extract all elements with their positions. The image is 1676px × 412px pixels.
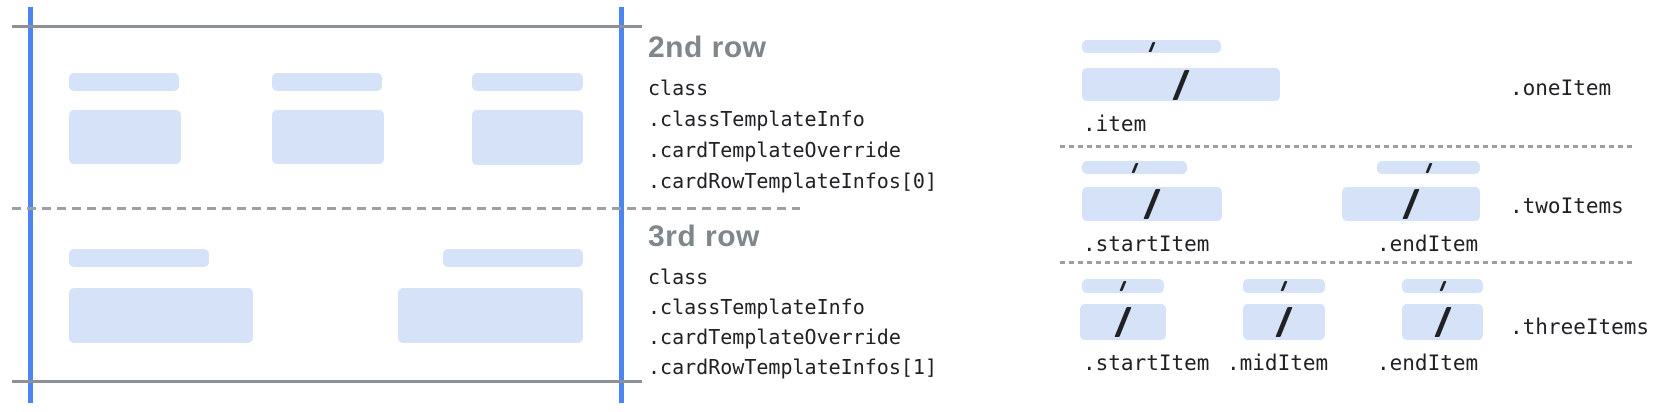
slash-icon bbox=[1172, 69, 1190, 100]
slash-icon bbox=[1438, 281, 1447, 291]
code-line: .classTemplateInfo bbox=[648, 107, 865, 131]
row-bottom-boundary-line bbox=[12, 380, 642, 383]
slash-icon bbox=[1119, 281, 1127, 291]
row-divider-dashed-line bbox=[12, 207, 800, 210]
label-placeholder-bar bbox=[443, 249, 583, 267]
section-divider-dashed-line bbox=[1060, 145, 1632, 148]
item-field-label: .item bbox=[1083, 112, 1147, 136]
item-label-bar bbox=[1243, 279, 1325, 293]
slash-icon bbox=[1280, 281, 1288, 291]
label-placeholder-bar bbox=[69, 73, 179, 91]
start-item-field-label: .startItem bbox=[1083, 351, 1210, 375]
row2-title: 2nd row bbox=[648, 31, 767, 64]
slash-icon bbox=[1143, 189, 1161, 219]
content-placeholder-block bbox=[398, 288, 583, 343]
row2-annotation: 2nd row class .classTemplateInfo .cardTe… bbox=[648, 31, 1068, 197]
content-placeholder-block bbox=[472, 110, 583, 165]
code-line: class bbox=[648, 265, 709, 289]
card-left-guide-line bbox=[28, 7, 33, 403]
slash-icon bbox=[1130, 162, 1139, 173]
mid-item-field-label: .midItem bbox=[1227, 351, 1329, 375]
three-items-row-label: .threeItems bbox=[1510, 315, 1650, 339]
item-value-bar bbox=[1080, 304, 1166, 340]
code-line: class bbox=[648, 76, 709, 100]
content-placeholder-block bbox=[69, 288, 253, 343]
code-line: .cardRowTemplateInfos[1] bbox=[648, 355, 937, 379]
item-value-bar bbox=[1342, 187, 1480, 221]
item-value-bar bbox=[1402, 304, 1483, 340]
start-item-field-label: .startItem bbox=[1083, 232, 1210, 256]
one-item-row-label: .oneItem bbox=[1510, 76, 1612, 100]
slash-icon bbox=[1147, 41, 1156, 52]
card-right-guide-line bbox=[619, 7, 624, 403]
two-items-row-label: .twoItems bbox=[1510, 194, 1624, 218]
slash-icon bbox=[1424, 162, 1433, 173]
row3-annotation: 3rd row class .classTemplateInfo .cardTe… bbox=[648, 220, 1068, 382]
slash-icon bbox=[1275, 307, 1293, 337]
item-value-bar bbox=[1082, 68, 1280, 101]
slash-icon bbox=[1114, 307, 1132, 337]
item-label-bar bbox=[1377, 161, 1480, 174]
label-placeholder-bar bbox=[272, 73, 382, 91]
code-line: .cardTemplateOverride bbox=[648, 325, 901, 349]
item-label-bar bbox=[1402, 279, 1483, 293]
end-item-field-label: .endItem bbox=[1377, 351, 1479, 375]
row2-code-path: class .classTemplateInfo .cardTemplateOv… bbox=[648, 73, 1068, 197]
label-placeholder-bar bbox=[69, 249, 209, 267]
item-label-bar bbox=[1082, 161, 1187, 174]
code-line: .cardRowTemplateInfos[0] bbox=[648, 169, 937, 193]
code-line: .classTemplateInfo bbox=[648, 295, 865, 319]
slash-icon bbox=[1402, 189, 1420, 219]
row3-code-path: class .classTemplateInfo .cardTemplateOv… bbox=[648, 262, 1068, 382]
slash-icon bbox=[1433, 307, 1452, 337]
item-value-bar bbox=[1082, 187, 1222, 221]
label-placeholder-bar bbox=[472, 73, 583, 91]
code-line: .cardTemplateOverride bbox=[648, 138, 901, 162]
content-placeholder-block bbox=[69, 110, 181, 164]
content-placeholder-block bbox=[272, 110, 384, 164]
row3-title: 3rd row bbox=[648, 220, 760, 253]
row-top-boundary-line bbox=[12, 25, 642, 28]
item-label-bar bbox=[1082, 40, 1221, 53]
section-divider-dashed-line bbox=[1060, 261, 1632, 264]
item-value-bar bbox=[1243, 304, 1325, 340]
item-label-bar bbox=[1082, 279, 1164, 293]
end-item-field-label: .endItem bbox=[1377, 232, 1479, 256]
